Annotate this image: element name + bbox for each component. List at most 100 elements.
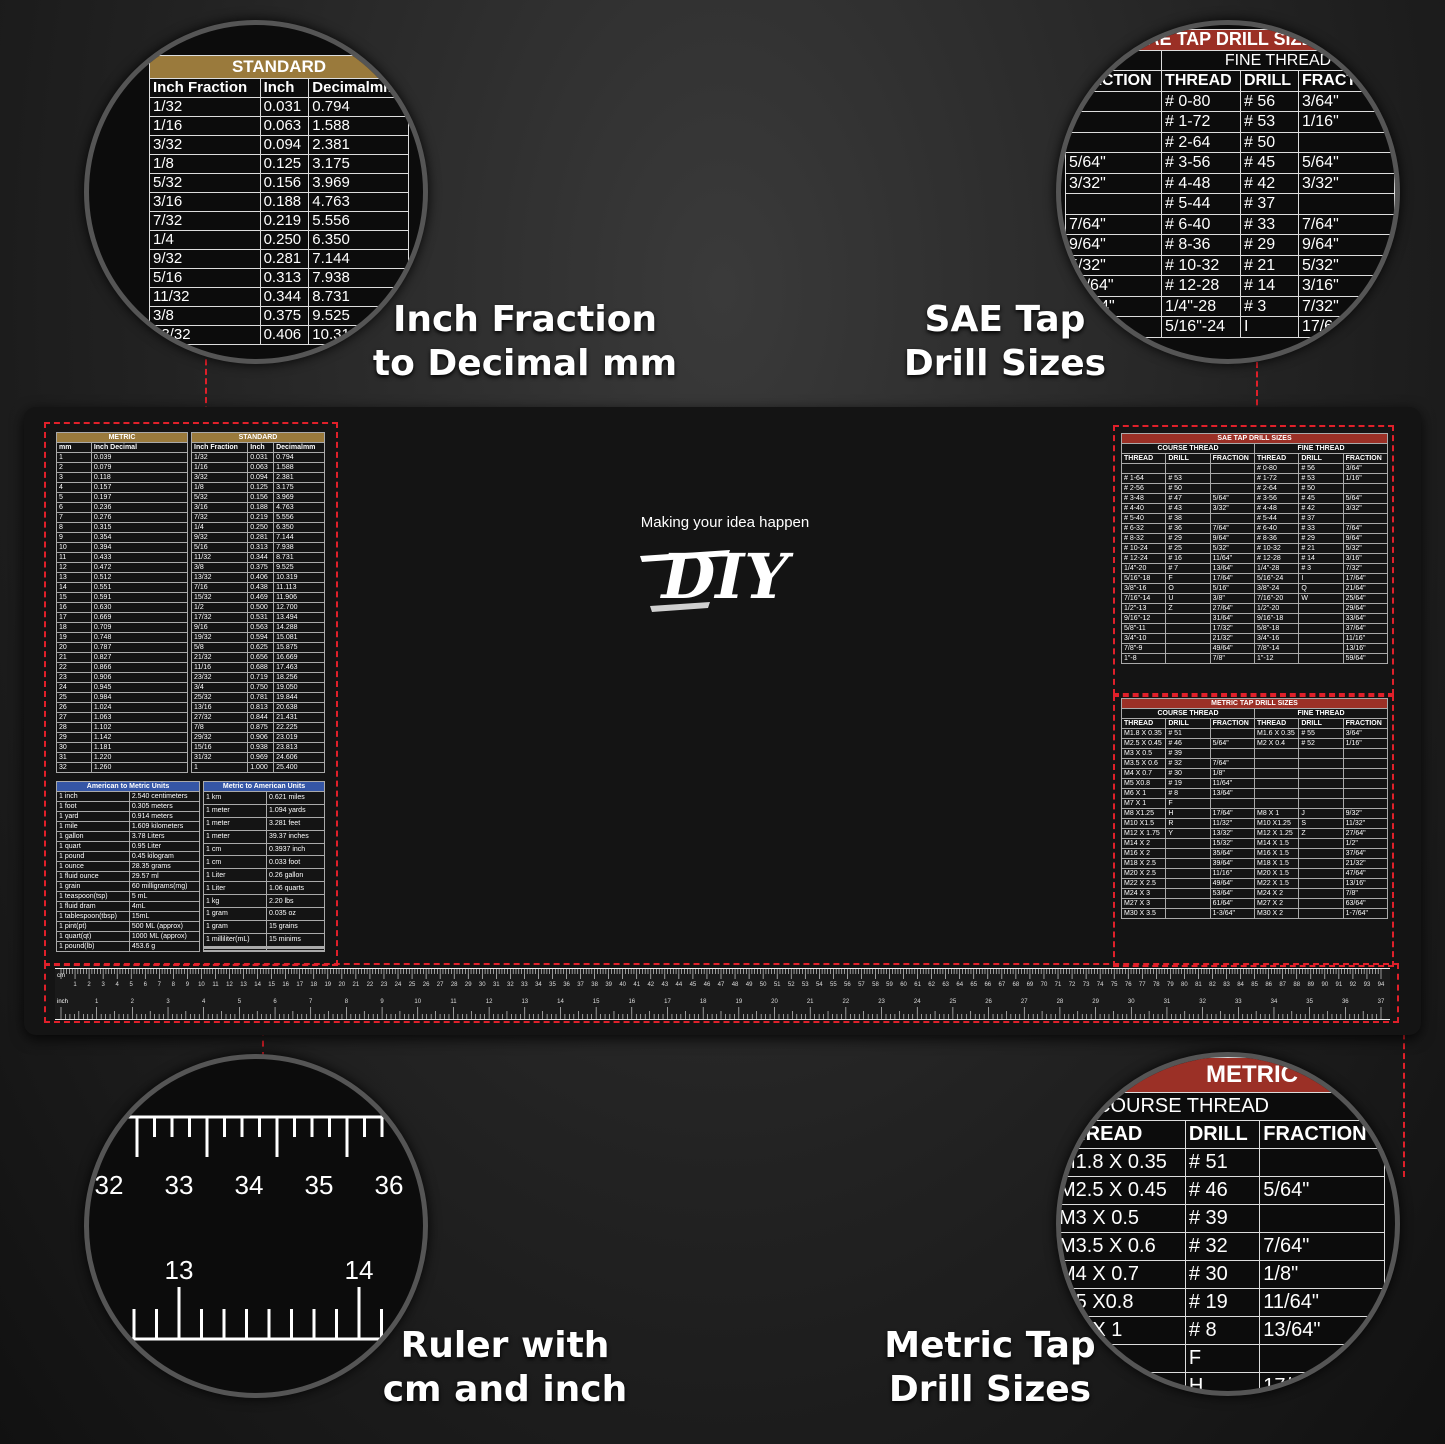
zoom-inch-cell: 0.313 — [259, 268, 310, 288]
zoom-metric-cell: M3 X 0.5 — [1061, 1204, 1186, 1233]
ruler-cm-number: 55 — [830, 982, 837, 988]
ruler-cm-number: 16 — [282, 982, 289, 988]
zoom-inch-cell: 1/4 — [149, 230, 261, 250]
zoom-inch-cell: 3/8 — [149, 306, 261, 326]
zoom-sae-cell: # 10-32 — [1161, 254, 1241, 276]
zoom-inch-cell: 0.156 — [259, 173, 310, 193]
zoom-sae-cell: # 2-64 — [1161, 131, 1241, 153]
ruler-cm-number: 50 — [760, 982, 767, 988]
ruler-cm-number: 79 — [1167, 982, 1174, 988]
zoom-sae-cell — [1064, 193, 1163, 215]
ruler-cm-number: 64 — [956, 982, 963, 988]
ruler-cm-number: 46 — [704, 982, 711, 988]
ruler-cm-number: 23 — [381, 982, 388, 988]
ruler-cm-number: 5 — [130, 982, 134, 988]
zoom-sae-cell: 11/64" — [1064, 275, 1163, 297]
zoom-sae-cell: # 3-56 — [1161, 152, 1241, 174]
zoom-metric-cell — [1259, 1204, 1385, 1233]
zoom-metric-cell: M7 X 1 — [1061, 1344, 1186, 1373]
ruler-inch-number: 20 — [771, 999, 778, 1005]
zoom-sae-row: # 5-44# 37 — [1064, 193, 1395, 215]
zoom-metric-cell: 17/64" — [1259, 1372, 1385, 1391]
ruler-cm-number: 73 — [1083, 982, 1090, 988]
zoom-sae-cell: 3/32" — [1064, 172, 1163, 194]
zoom-metric-title: METRIC — [1061, 1057, 1385, 1093]
ruler-cm-number: 36 — [563, 982, 570, 988]
ruler-cm-number: 74 — [1097, 982, 1104, 988]
zoom-inch-cell: 3.969 — [308, 173, 409, 193]
ruler-cm-number: 91 — [1336, 982, 1343, 988]
zoom-sae-cell: # 42 — [1239, 172, 1299, 194]
ruler-cm-number: 33 — [521, 982, 528, 988]
ruler-cm-number: 62 — [928, 982, 935, 988]
ruler-cm-number: 86 — [1265, 982, 1272, 988]
ruler-cm-number: 3 — [101, 982, 105, 988]
ruler-inch-number: 32 — [1199, 999, 1206, 1005]
ruler-cm-number: 51 — [774, 982, 781, 988]
zoom-sae-cell: 17/64" — [1297, 316, 1395, 338]
zoom-inch-cell: 0.344 — [259, 287, 310, 307]
zoom-ruler-inch-number: 14 — [345, 1255, 374, 1285]
zoom-inch-header-fraction: Inch Fraction — [149, 78, 261, 98]
ruler-cm-number: 20 — [339, 982, 346, 988]
zoom-inch-cell: 11/32 — [149, 287, 261, 307]
ruler-cm-number: 57 — [858, 982, 865, 988]
ruler-cm-number: 25 — [409, 982, 416, 988]
ruler-cm-number: 65 — [970, 982, 977, 988]
ruler-inch-number: 9 — [380, 999, 384, 1005]
zoom-sae-cell — [1297, 131, 1395, 153]
ruler-inch-number: 18 — [700, 999, 707, 1005]
ruler-inch-number: 5 — [238, 999, 242, 1005]
zoom-inch-cell: 0.094 — [259, 135, 310, 155]
zoom-metric-header: FRACTION — [1259, 1120, 1385, 1149]
ruler-cm-number: 61 — [914, 982, 921, 988]
standard-cell: 25.400 — [273, 762, 325, 773]
zoom-metric-cell: F — [1184, 1344, 1261, 1373]
ruler-inch-number: 11 — [450, 999, 457, 1005]
zoom-inch-cell: 0.219 — [259, 211, 310, 231]
zoom-ruler-cm-number: 36 — [375, 1170, 404, 1200]
ruler-inch-number: 28 — [1057, 999, 1064, 1005]
ruler-cm-number: 31 — [493, 982, 500, 988]
ruler-cm-number: 71 — [1055, 982, 1062, 988]
zoom-inch-cell: 3/32 — [149, 135, 261, 155]
ruler-cm-number: 39 — [605, 982, 612, 988]
ruler-cm-number: 76 — [1125, 982, 1132, 988]
ruler-cm-number: 78 — [1153, 982, 1160, 988]
ruler-cm-number: 94 — [1378, 982, 1385, 988]
zoom-metric-cell: M3.5 X 0.6 — [1061, 1232, 1186, 1261]
ruler-inch-number: 37 — [1378, 999, 1385, 1005]
zoom-sae-table: SAE TAP DRILL SIZES FINE THREAD FRACTION… — [1064, 29, 1395, 338]
ruler-inch-number: 35 — [1306, 999, 1313, 1005]
zoom-sae-cell: # 53 — [1239, 111, 1299, 133]
zoom-inch-cell: 1/8 — [149, 154, 261, 174]
zoom-metric-cell: M8 X1.25 — [1061, 1372, 1186, 1391]
ruler-cm-number: 70 — [1041, 982, 1048, 988]
zoom-sae-cell — [1064, 111, 1163, 133]
ruler-inch-number: 6 — [273, 999, 277, 1005]
ruler-cm-number: 83 — [1223, 982, 1230, 988]
zoom-ruler-cm-number: 33 — [165, 1170, 194, 1200]
ruler-cm-number: 44 — [676, 982, 683, 988]
ruler-cm-number: 89 — [1307, 982, 1314, 988]
ruler-inch-number: 21 — [807, 999, 814, 1005]
zoom-metric-cell: 11/64" — [1259, 1288, 1385, 1317]
ruler-cm-number: 87 — [1279, 982, 1286, 988]
ruler-cm-number: 90 — [1321, 982, 1328, 988]
